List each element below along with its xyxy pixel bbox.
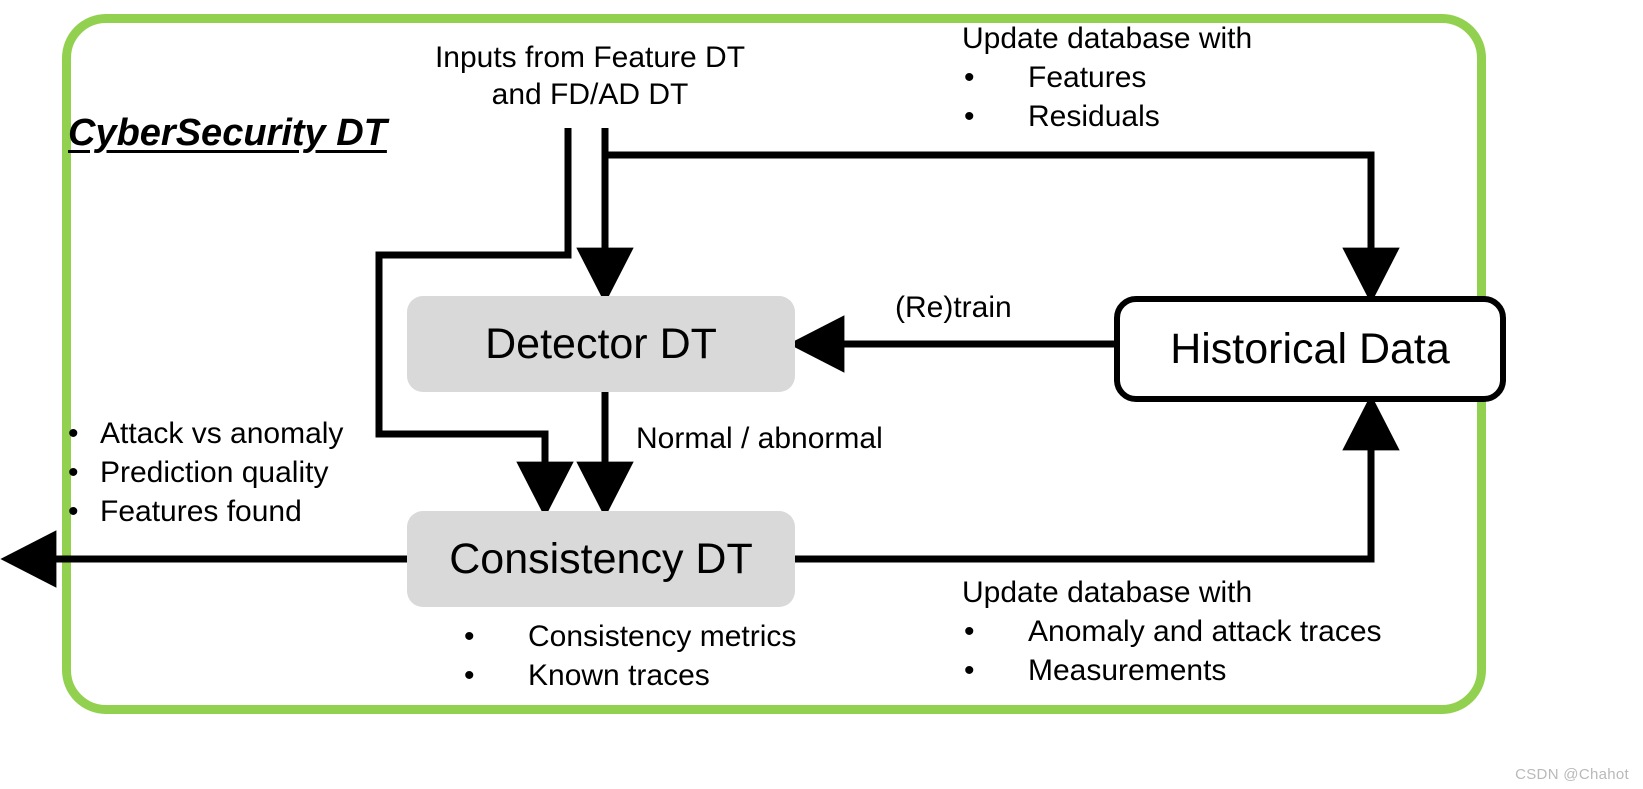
list-item-label: Prediction quality xyxy=(100,456,329,489)
list-item: • Residuals xyxy=(930,100,1252,134)
bullet-icon: • xyxy=(964,615,975,648)
bullet-icon: • xyxy=(964,100,975,133)
update-database-top-heading: Update database with xyxy=(962,22,1253,55)
bullet-icon: • xyxy=(68,417,79,450)
list-item-label: Residuals xyxy=(1028,100,1160,133)
bullet-icon: • xyxy=(68,495,79,528)
list-item-label: Features xyxy=(1028,61,1147,94)
update-database-top-list: • Features • Residuals xyxy=(930,61,1252,134)
node-detector-dt[interactable]: Detector DT xyxy=(407,296,795,392)
list-item: • Attack vs anomaly xyxy=(68,417,343,451)
retrain-label: (Re)train xyxy=(895,291,1012,324)
inputs-label: Inputs from Feature DT and FD/AD DT xyxy=(434,41,746,111)
normal-abnormal-label: Normal / abnormal xyxy=(636,422,883,455)
node-consistency-dt[interactable]: Consistency DT xyxy=(407,511,795,607)
list-item-label: Measurements xyxy=(1028,654,1227,687)
update-database-top-block: Update database with • Features • Residu… xyxy=(930,22,1252,139)
bullet-icon: • xyxy=(964,61,975,94)
list-item: • Prediction quality xyxy=(68,456,343,490)
list-item-label: Consistency metrics xyxy=(528,620,797,653)
consistency-outputs-block: • Consistency metrics • Known traces xyxy=(430,620,796,698)
node-historical-data-label: Historical Data xyxy=(1170,324,1450,373)
node-consistency-dt-label: Consistency DT xyxy=(449,534,753,583)
page-title: CyberSecurity DT xyxy=(68,112,387,154)
list-item-label: Known traces xyxy=(528,659,710,692)
list-item: • Known traces xyxy=(430,659,796,693)
node-historical-data[interactable]: Historical Data xyxy=(1114,296,1506,402)
list-item-label: Features found xyxy=(100,495,302,528)
outputs-left-block: • Attack vs anomaly • Prediction quality… xyxy=(68,417,343,534)
list-item: • Consistency metrics xyxy=(430,620,796,654)
list-item: • Features found xyxy=(68,495,343,529)
bullet-icon: • xyxy=(464,659,475,692)
update-database-bottom-heading: Update database with xyxy=(962,576,1253,609)
bullet-icon: • xyxy=(68,456,79,489)
update-database-bottom-list: • Anomaly and attack traces • Measuremen… xyxy=(930,615,1382,688)
list-item: • Anomaly and attack traces xyxy=(930,615,1382,649)
bullet-icon: • xyxy=(964,654,975,687)
node-detector-dt-label: Detector DT xyxy=(485,319,717,368)
list-item-label: Attack vs anomaly xyxy=(100,417,344,450)
outputs-left-list: • Attack vs anomaly • Prediction quality… xyxy=(68,417,343,529)
list-item: • Measurements xyxy=(930,654,1382,688)
update-database-bottom-block: Update database with • Anomaly and attac… xyxy=(930,576,1382,693)
list-item-label: Anomaly and attack traces xyxy=(1028,615,1382,648)
bullet-icon: • xyxy=(464,620,475,653)
watermark: CSDN @Chahot xyxy=(1515,766,1629,783)
list-item: • Features xyxy=(930,61,1252,95)
consistency-outputs-list: • Consistency metrics • Known traces xyxy=(430,620,796,693)
